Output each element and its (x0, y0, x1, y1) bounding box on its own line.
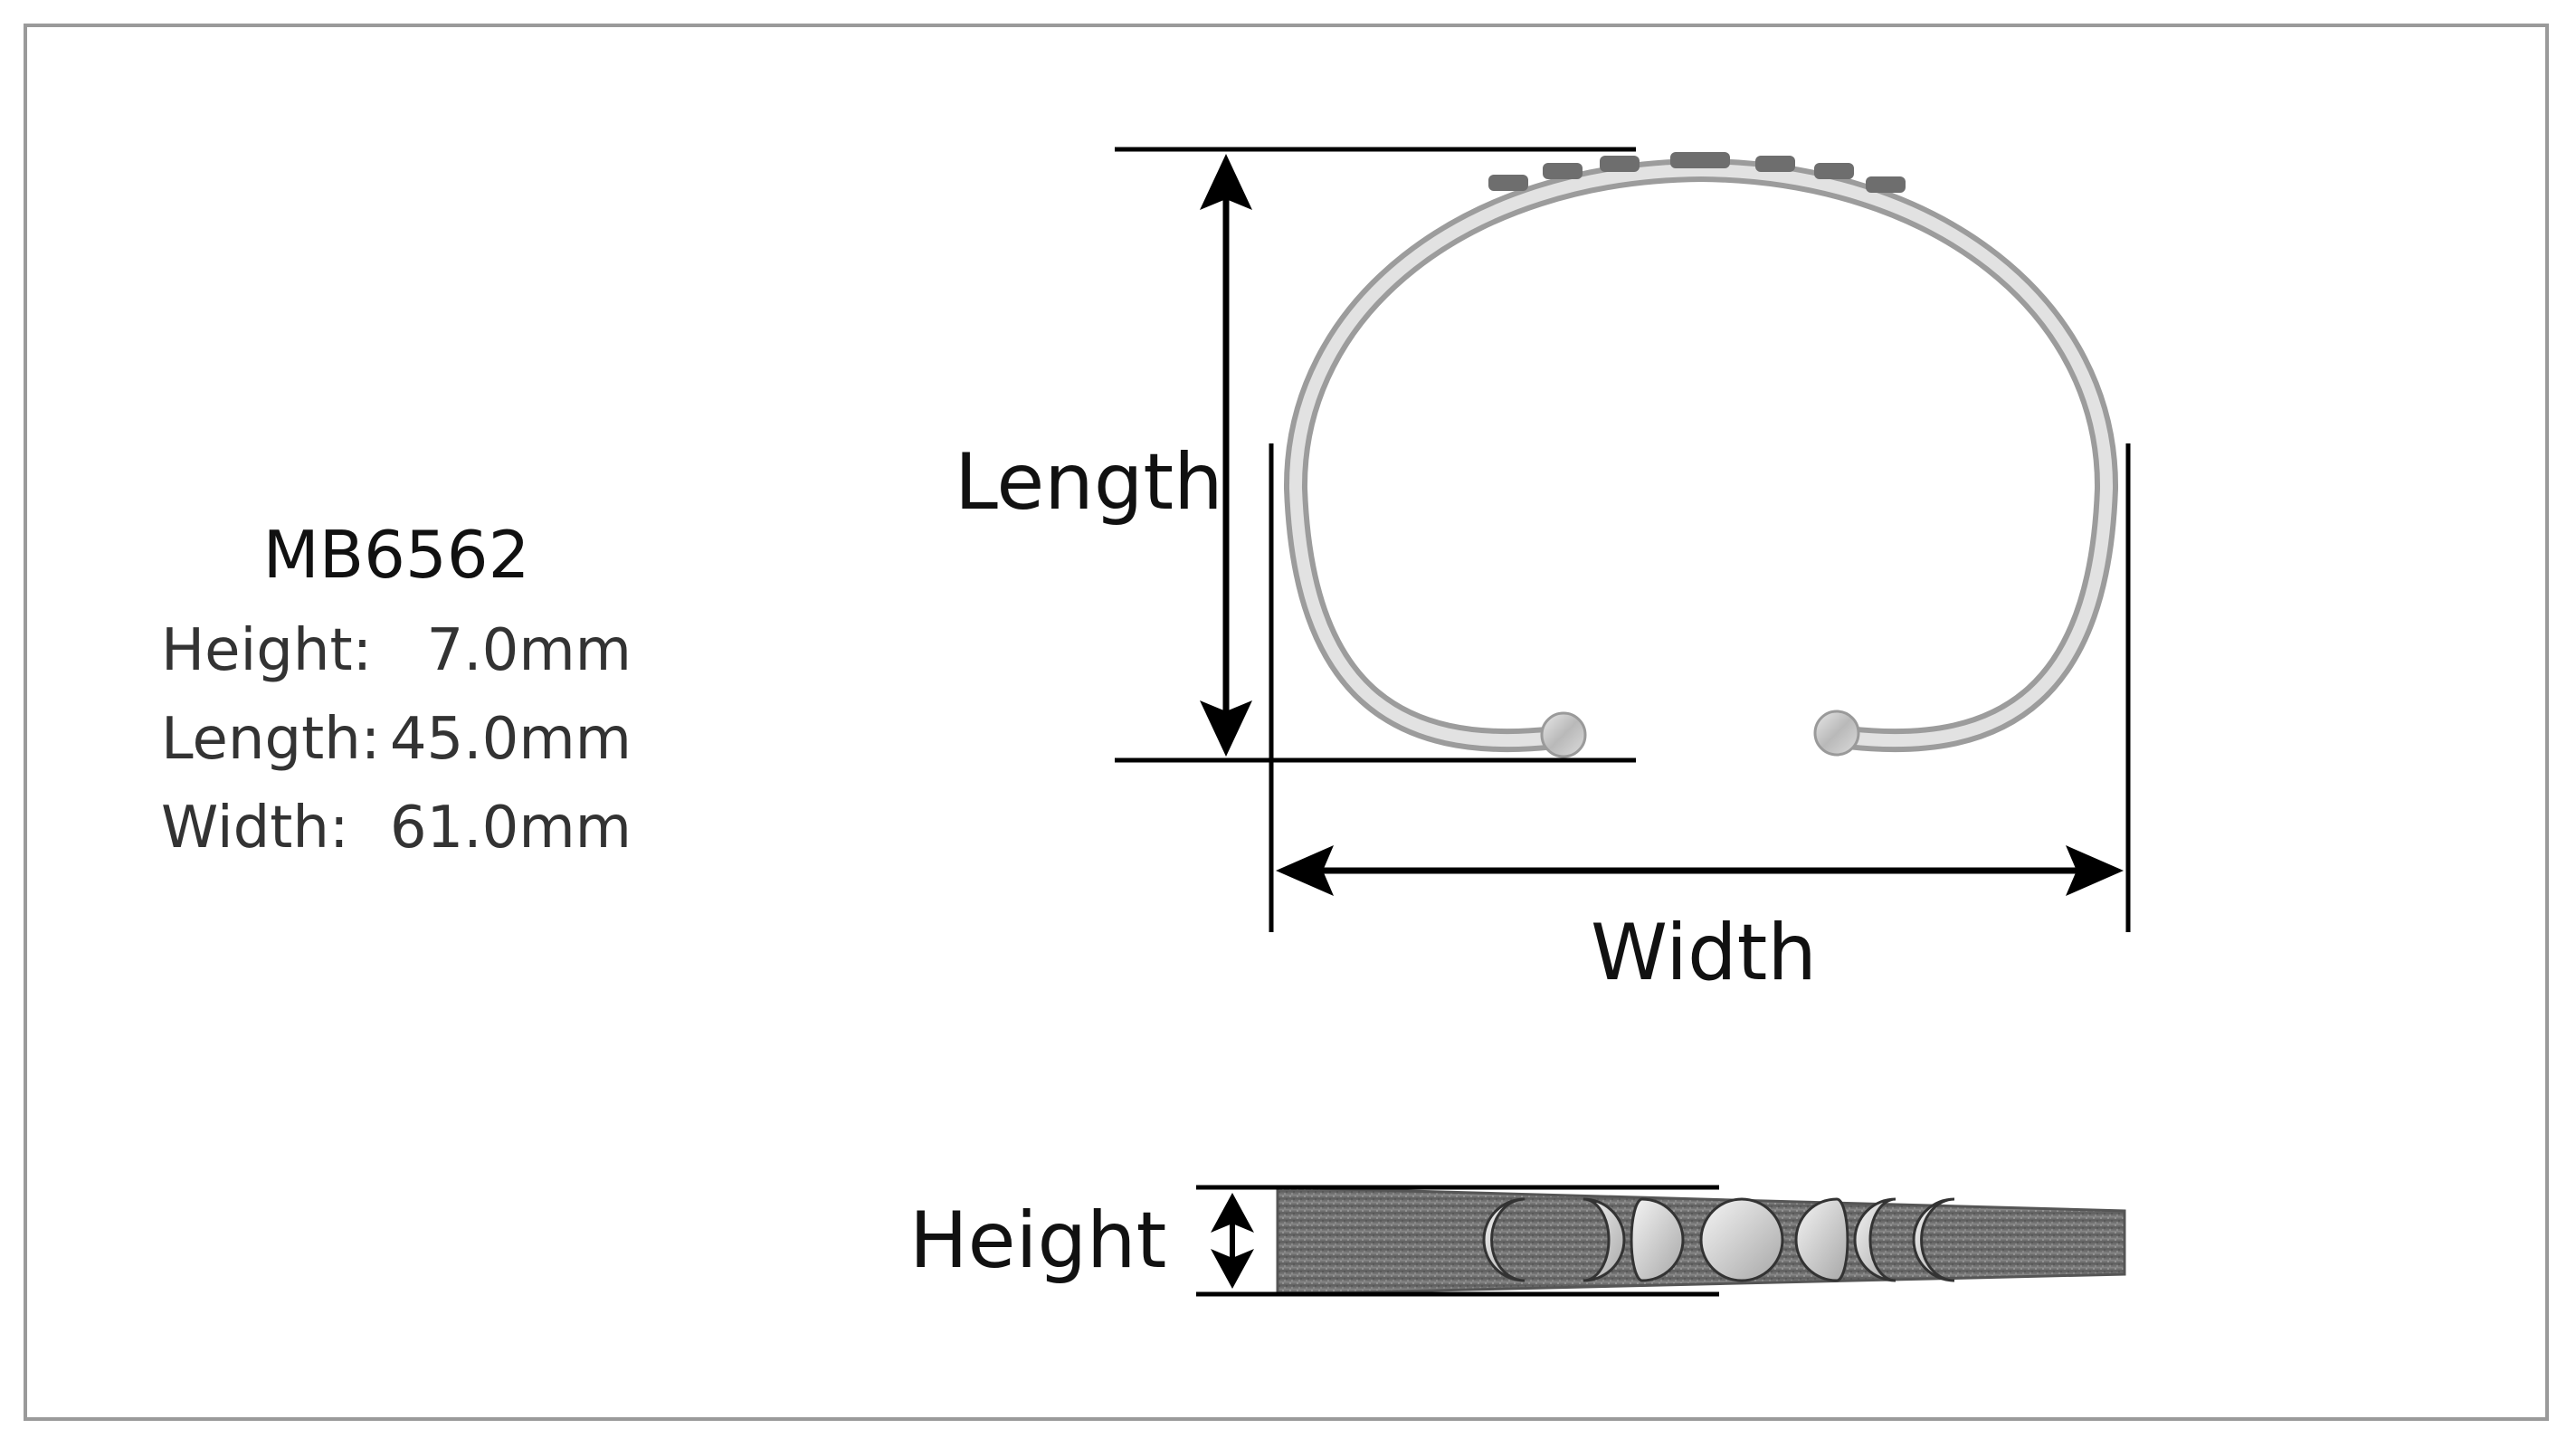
height-arrow-top (1211, 1193, 1254, 1233)
spec-row-width: Width: 61.0mm (161, 784, 632, 872)
length-arrow-top (1200, 154, 1252, 210)
moon-phase-row (1482, 1197, 1955, 1282)
width-arrow-left (1276, 845, 1334, 896)
moon-phase-waxing-crescent-icon (1482, 1197, 1526, 1282)
cuff-end-ball-right (1813, 710, 1860, 757)
moon-phase-full-moon-icon (1699, 1197, 1784, 1282)
height-dimension: Height (909, 1185, 1719, 1297)
spec-value-length: 45.0mm (389, 706, 632, 774)
spec-row-height: Height: 7.0mm (161, 606, 632, 695)
moon-phase-waning-crescent-icon (1912, 1197, 1955, 1282)
cuff-band-highlight (1288, 163, 2114, 748)
spec-label-width: Width: (161, 795, 349, 862)
length-dimension: Length (955, 147, 1636, 763)
width-dimension: Width (1269, 443, 2131, 998)
width-label: Width (1591, 908, 1817, 998)
spec-value-height: 7.0mm (426, 617, 632, 685)
cuff-top-view (1283, 152, 2119, 758)
height-arrow-bottom (1211, 1249, 1254, 1289)
spec-label-length: Length: (161, 706, 381, 774)
cuff-side-view (1276, 1186, 2126, 1296)
spec-value-width: 61.0mm (389, 795, 632, 862)
spec-row-length: Length: 45.0mm (161, 695, 632, 784)
cuff-top-moons (1488, 152, 1906, 193)
width-arrow-right (2066, 845, 2124, 896)
length-arrow-bottom (1200, 700, 1252, 757)
spec-panel: MB6562 Height: 7.0mm Length: 45.0mm Widt… (161, 516, 632, 872)
moon-phase-last-quarter-icon (1853, 1197, 1896, 1282)
product-code: MB6562 (262, 517, 530, 593)
height-label: Height (909, 1196, 1166, 1286)
moon-phase-waxing-gibbous-icon (1630, 1197, 1685, 1282)
moon-phase-first-quarter-icon (1583, 1197, 1626, 1282)
moon-phase-waning-gibbous-icon (1794, 1197, 1849, 1282)
spec-label-height: Height: (161, 617, 373, 685)
length-label: Length (955, 437, 1223, 528)
cuff-end-ball-left (1540, 711, 1587, 758)
